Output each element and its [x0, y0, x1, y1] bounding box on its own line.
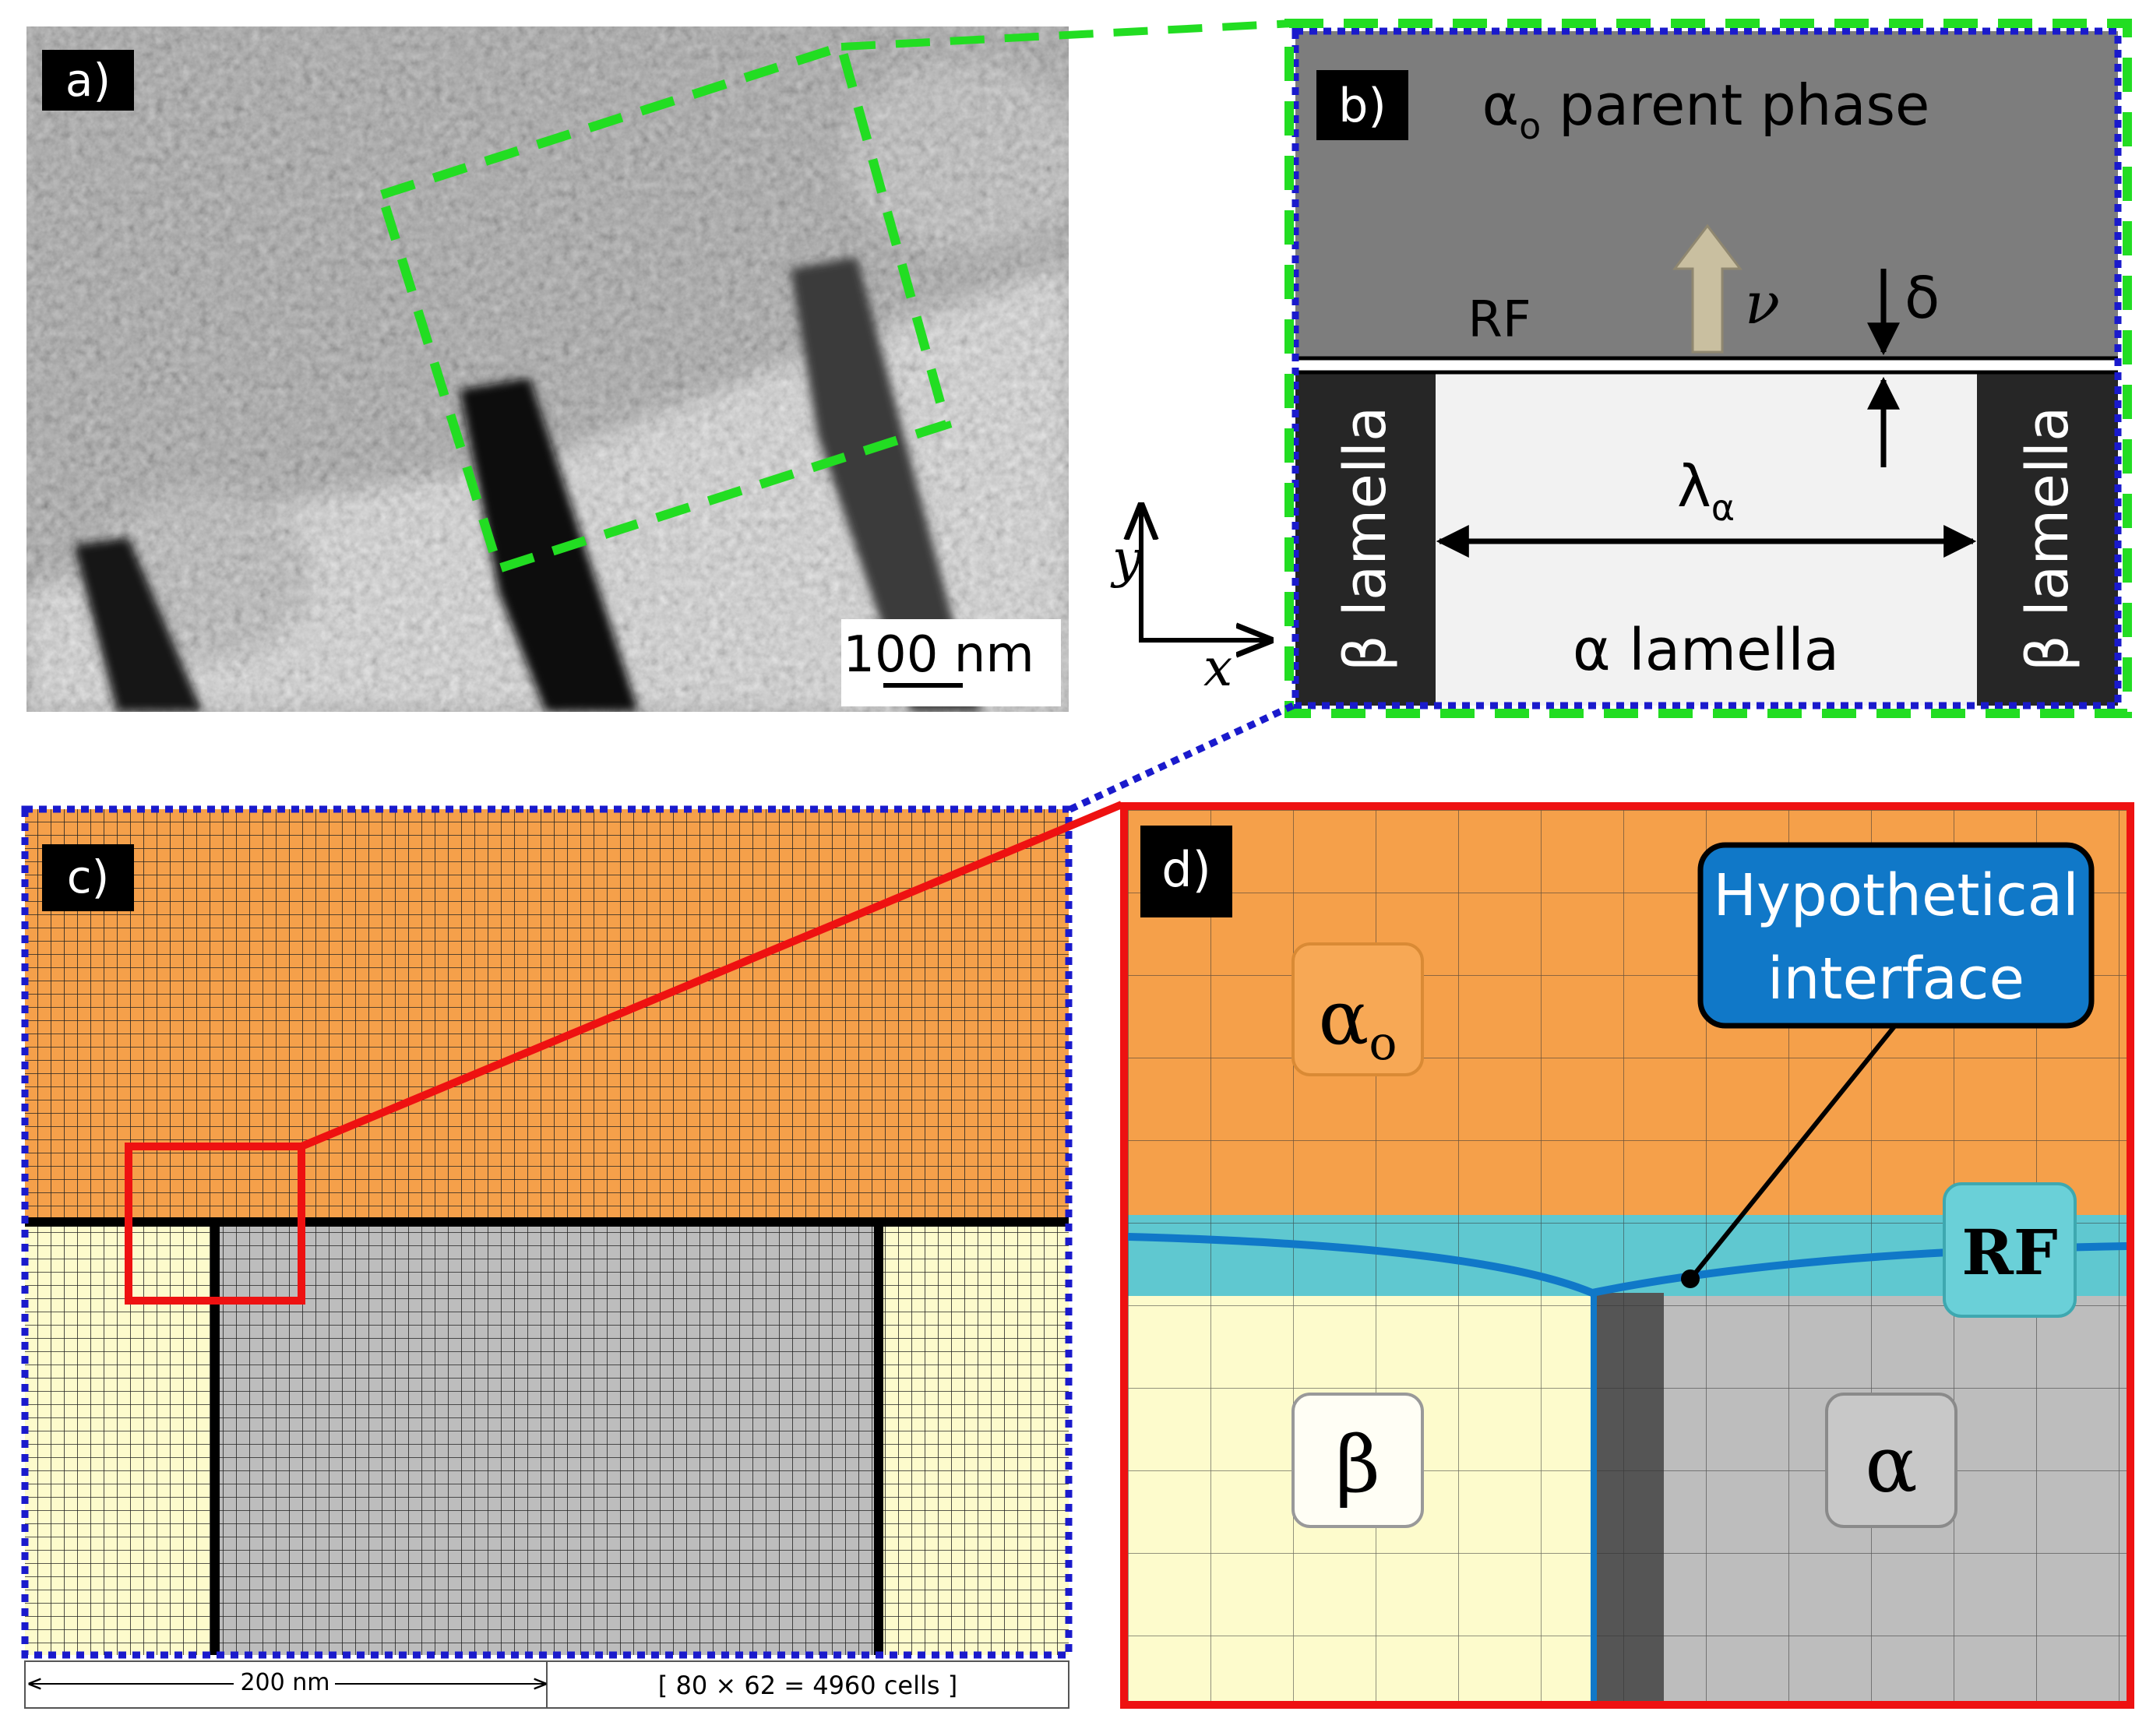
xy-axes: y x [1110, 506, 1270, 698]
dimension-label: 200 nm [240, 1669, 329, 1696]
alpha-o-label: αo [1319, 974, 1397, 1071]
panel-b-blue-border [1291, 27, 2122, 710]
callout-box [1697, 842, 2095, 1029]
alpha-lamella-label: α lamella [1573, 617, 1839, 684]
lambda-label: λα [1677, 453, 1735, 529]
velocity-label: ν [1745, 270, 1780, 337]
panel-c-border [21, 805, 1073, 1659]
panel-d-border [1120, 802, 2134, 1709]
callout-dot [1681, 1269, 1700, 1288]
delta-label: δ [1905, 265, 1940, 332]
dimension-label-bg [234, 1667, 335, 1698]
zoom-connector [300, 801, 1123, 1150]
hypothetical-interface-curve [1128, 1233, 2127, 1298]
parent-phase-title: αo parent phase [1482, 72, 1930, 147]
panel-d-label: d) [1161, 841, 1211, 898]
zoom-connector [840, 19, 1294, 51]
rf-badge [1943, 1182, 2077, 1318]
panel-a-label: a) [65, 54, 111, 107]
beta-lamella-label-right: β lamella [2014, 407, 2081, 672]
panel-b: b) αo parent phase RF ν δ λα β lamella β… [1284, 19, 2132, 718]
panel-b-label: b) [1338, 79, 1387, 133]
beta-badge [1291, 1393, 1424, 1528]
panel-a: 100 nm [26, 26, 1069, 712]
beta-lamella-left [1295, 372, 1436, 706]
zoom-connector [1067, 702, 1295, 814]
y-axis-label: y [1110, 529, 1142, 589]
scale-bar-box [841, 619, 1061, 706]
panel-c: c) 200 nm [ 80 × 62 = 4960 cells ] [21, 805, 1073, 1709]
alpha-o-badge [1291, 942, 1424, 1076]
zoom-box-c [125, 1143, 305, 1305]
cell-count: [ 80 × 62 = 4960 cells ] [658, 1671, 957, 1700]
alpha-badge [1825, 1393, 1957, 1528]
velocity-arrow [1672, 224, 1743, 354]
alpha-label: α [1865, 1419, 1918, 1510]
panel-d: d) αo β α RF Hypothetical interface [1120, 802, 2134, 1709]
beta-lamella-right [1977, 372, 2118, 706]
panel-c-label: c) [67, 850, 110, 903]
scale-bar-label: 100 nm [843, 626, 1034, 684]
grid-lines [25, 809, 1069, 1655]
callout-pointer [1690, 1025, 1897, 1279]
tem-rod [791, 257, 981, 712]
panel-d-label-box [1140, 826, 1232, 917]
panel-a-label-box [42, 50, 134, 111]
callout-line2: interface [1767, 945, 2024, 1012]
rf-badge-label: RF [1961, 1216, 2057, 1289]
callout-line1: Hypothetical [1713, 862, 2078, 929]
zoom-box-a [375, 40, 953, 575]
tem-rod [460, 378, 639, 712]
tem-rod [74, 537, 203, 712]
beta-lamella-label-left: β lamella [1332, 407, 1399, 672]
panel-c-label-box [42, 844, 134, 911]
x-axis-label: x [1203, 638, 1232, 698]
panel-b-label-box [1316, 70, 1408, 140]
beta-label: β [1335, 1419, 1380, 1510]
rf-label: RF [1468, 291, 1531, 349]
